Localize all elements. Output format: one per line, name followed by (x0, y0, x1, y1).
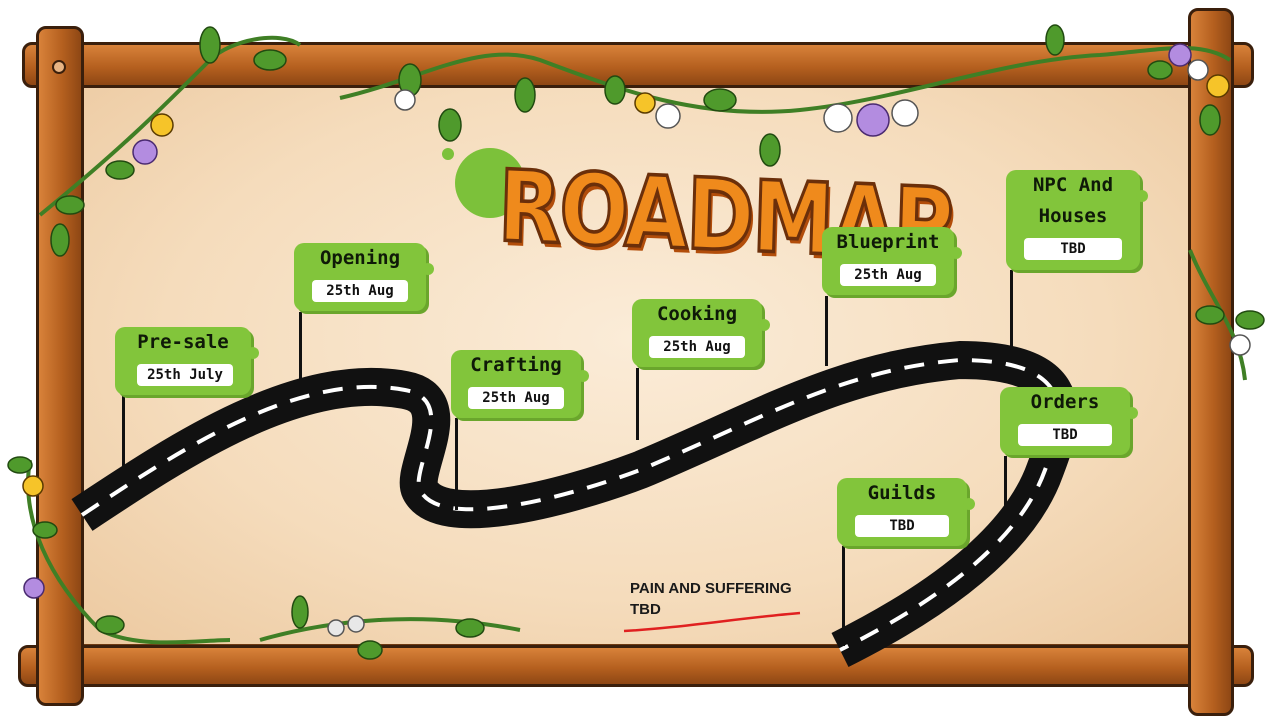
title-blob (455, 148, 525, 218)
milestone-name: Orders (1030, 391, 1100, 413)
sign-pole (825, 296, 828, 366)
note-date: TBD (630, 601, 661, 618)
sign-pole (636, 368, 639, 440)
milestone-name: Opening (319, 247, 401, 269)
note-title: PAIN AND SUFFERING (630, 580, 792, 597)
sign-pole (1010, 270, 1013, 355)
milestone-date: 25th July (137, 364, 233, 386)
frame-left-post (36, 26, 84, 706)
pain-and-suffering-note: PAIN AND SUFFERING TBD (630, 578, 792, 620)
milestone-name-line2: Houses (1038, 205, 1108, 227)
milestone-date: 25th Aug (649, 336, 745, 358)
milestone-sign-npc-houses: NPC And Houses TBD (1006, 170, 1148, 270)
road-dashes (80, 357, 1061, 652)
milestone-name: Pre-sale (137, 331, 229, 353)
milestone-date: TBD (1024, 238, 1122, 260)
nail-icon (52, 60, 66, 74)
milestone-date: 25th Aug (840, 264, 936, 286)
milestone-sign-guilds: Guilds TBD (837, 478, 975, 546)
frame-right-post (1188, 8, 1234, 716)
sign-pole (1004, 456, 1007, 526)
leaf-icon (7, 24, 1265, 660)
milestone-name: NPC And (1032, 174, 1114, 196)
milestone-sign-orders: Orders TBD (1000, 387, 1138, 455)
milestone-sign-crafting: Crafting 25th Aug (451, 350, 589, 418)
frame-bottom-beam (18, 645, 1254, 687)
sign-pole (299, 312, 302, 384)
flower-icon (22, 43, 1251, 637)
milestone-sign-presale: Pre-sale 25th July (115, 327, 259, 395)
milestone-date: TBD (1018, 424, 1112, 446)
milestone-name: Cooking (656, 303, 738, 325)
milestone-sign-blueprint: Blueprint 25th Aug (822, 227, 962, 295)
title-blob (442, 148, 454, 160)
sign-pole (122, 395, 125, 470)
milestone-date: TBD (855, 515, 949, 537)
milestone-name: Blueprint (836, 231, 940, 253)
sign-pole (455, 418, 458, 510)
milestone-date: 25th Aug (468, 387, 564, 409)
milestone-date: 25th Aug (312, 280, 408, 302)
milestone-sign-cooking: Cooking 25th Aug (632, 299, 770, 367)
milestone-sign-opening: Opening 25th Aug (294, 243, 434, 311)
note-underline (623, 611, 801, 633)
milestone-name: Crafting (470, 354, 562, 376)
sign-pole (842, 546, 845, 646)
milestone-name: Guilds (867, 482, 937, 504)
